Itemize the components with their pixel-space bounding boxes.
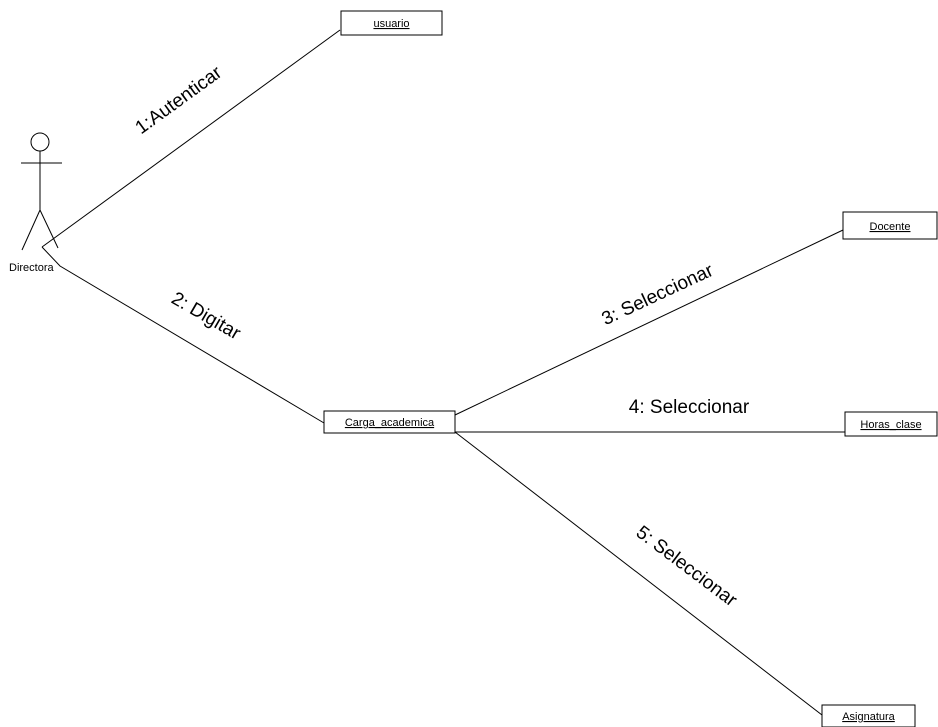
object-carga-academica[interactable]: Carga_academica	[323, 410, 456, 434]
links	[41, 29, 845, 716]
object-usuario[interactable]: usuario	[340, 10, 443, 36]
link-directora-usuario	[41, 29, 341, 248]
object-carga-academica-label: Carga_academica	[345, 417, 435, 429]
object-horas-clase-box	[844, 411, 938, 437]
message-2-label: 2: Digitar	[168, 288, 245, 345]
actor-directora[interactable]	[21, 132, 62, 251]
message-4-label: 4: Seleccionar	[629, 397, 750, 418]
actor-left-leg	[21, 209, 41, 251]
object-horas-clase-label: Horas_clase	[860, 419, 921, 431]
object-usuario-box	[340, 10, 443, 36]
object-docente-box	[842, 211, 938, 240]
message-1-label: 1:Autenticar	[132, 62, 227, 139]
actor-label: Directora	[9, 262, 55, 274]
object-docente[interactable]: Docente	[842, 211, 938, 240]
object-asignatura-label: Asignatura	[842, 711, 895, 723]
message-5-label: 5: Seleccionar	[632, 522, 741, 612]
object-carga-academica-box	[323, 410, 456, 434]
link-carga-docente	[454, 229, 844, 416]
object-docente-label: Docente	[870, 221, 911, 233]
object-horas-clase[interactable]: Horas_clase	[844, 411, 938, 437]
object-usuario-label: usuario	[373, 18, 409, 30]
object-asignatura-box	[821, 704, 916, 727]
actor-right-leg	[39, 209, 59, 249]
link-carga-asignatura	[454, 431, 823, 716]
link-directora-carga	[41, 246, 325, 424]
object-asignatura[interactable]: Asignatura	[821, 704, 916, 727]
message-3-label: 3: Seleccionar	[599, 260, 718, 330]
actor-head	[30, 132, 50, 152]
